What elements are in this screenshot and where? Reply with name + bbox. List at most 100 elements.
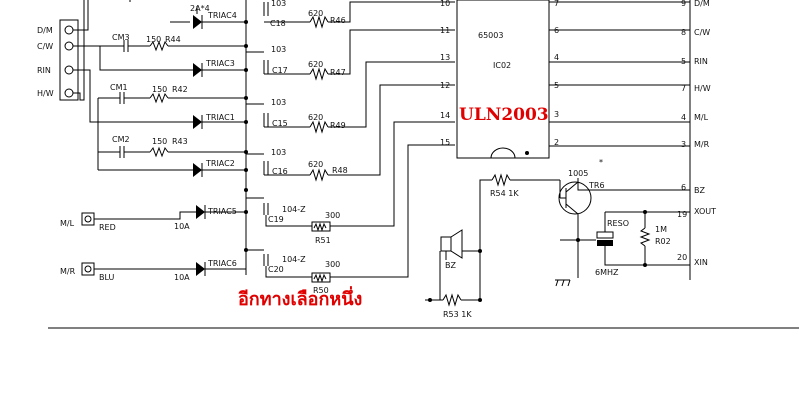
alternative-annotation: อีกทางเลือกหนึ่ง xyxy=(238,286,363,310)
mcu-pin-9: 9 xyxy=(681,0,686,8)
c16-value: 103 xyxy=(271,148,286,157)
r48-value: 620 xyxy=(308,160,323,169)
ic-pin-12: 12 xyxy=(440,81,450,90)
r48-label: R48 xyxy=(332,166,348,175)
branch-triac2: CM2 150 R43 TRIAC2 103 C16 620 R48 xyxy=(110,84,455,192)
r42-value: 150 xyxy=(152,85,167,94)
triac3-label: TRIAC3 xyxy=(205,59,235,68)
r50-label: R50 xyxy=(313,286,329,295)
c15-label: C15 xyxy=(272,119,288,128)
c19-value: 104-Z xyxy=(282,205,306,214)
connector-pin-dm: D/M xyxy=(37,26,53,35)
input-connector: D/M C/W RIN H/W xyxy=(37,19,79,101)
triac4-label: TRIAC4 xyxy=(207,11,237,20)
branch-triac1: CM1 150 R42 TRIAC1 103 C15 620 R49 xyxy=(110,61,455,134)
r47-value: 620 xyxy=(308,60,323,69)
connector-pin-hw: H/W xyxy=(37,89,54,98)
r53-label: R53 1K xyxy=(443,310,472,319)
mcu-pin-20: 20 xyxy=(677,253,687,262)
r46-value: 620 xyxy=(308,9,323,18)
mcu-pin-8: 8 xyxy=(681,28,686,37)
c16-label: C16 xyxy=(272,167,288,176)
r47-label: R47 xyxy=(330,68,346,77)
triac6-label: TRIAC6 xyxy=(207,259,237,268)
c15-value: 103 xyxy=(271,98,286,107)
r51-value: 300 xyxy=(325,211,340,220)
r02-ref: R02 xyxy=(655,237,671,246)
ic-pin-15: 15 xyxy=(440,138,450,147)
bz-label: BZ xyxy=(445,261,456,270)
r44-value: 150 xyxy=(146,35,161,44)
r53-resistor: R53 1K xyxy=(425,293,482,319)
mcu-label-bz: BZ xyxy=(694,186,705,195)
ic-pin-10: 10 xyxy=(440,0,450,8)
ml-label: M/L xyxy=(60,219,75,228)
connector-pin-cw: C/W xyxy=(37,42,53,51)
connector-wires xyxy=(73,0,196,171)
ml-color: RED xyxy=(99,223,116,232)
mcu-label-ml: M/L xyxy=(694,113,709,122)
ic-pin-11: 11 xyxy=(440,26,450,35)
connector-pin-rin: RIN xyxy=(37,66,51,75)
branch-triac3: CM3 150 R44 TRIAC3 103 C17 620 R47 xyxy=(112,29,455,81)
mcu-label-cw: C/W xyxy=(694,28,710,37)
motor-row-ml: M/L RED 10A TRIAC5 104-Z C19 300 R51 xyxy=(60,121,455,245)
ic-pin-4: 4 xyxy=(554,53,559,62)
r43-label: R43 xyxy=(172,137,188,146)
buzzer: BZ xyxy=(439,229,482,300)
ic-pin-14: 14 xyxy=(440,111,450,120)
r42-label: R42 xyxy=(172,85,188,94)
mhz-label: 6MHZ xyxy=(595,268,619,277)
mcu-pin-6: 6 xyxy=(681,183,686,192)
r43-value: 150 xyxy=(152,137,167,146)
driver-section: R54 1K 1005 TR6 * RESO 6MHZ 1M R02 xyxy=(479,158,690,287)
mcu-label-hw: H/W xyxy=(694,84,711,93)
c20-value: 104-Z xyxy=(282,255,306,264)
r51-label: R51 xyxy=(315,236,331,245)
tr6-part: 1005 xyxy=(568,169,588,178)
tr6-ref: TR6 xyxy=(588,181,605,190)
mcu-pin-5: 5 xyxy=(681,57,686,66)
mr-fuse: 10A xyxy=(174,273,190,282)
uln2003-annotation: ULN2003 xyxy=(459,105,549,125)
r02-value: 1M xyxy=(655,225,667,234)
r49-label: R49 xyxy=(330,121,346,130)
ic-ref: IC02 xyxy=(493,61,511,70)
c17-value: 103 xyxy=(271,45,286,54)
motor-row-mr: M/R BLU 10A TRIAC6 104-Z C20 300 R50 xyxy=(60,144,455,295)
ml-fuse: 10A xyxy=(174,222,190,231)
mcu-label-mr: M/R xyxy=(694,140,710,149)
mcu-pin-7: 7 xyxy=(681,84,686,93)
mr-color: BLU xyxy=(99,273,115,282)
mcu-pin-19: 19 xyxy=(677,210,687,219)
reso-label: RESO xyxy=(607,219,629,228)
mcu-label-xin: XIN xyxy=(694,258,708,267)
ic-name: 65003 xyxy=(478,31,503,40)
r54-label: R54 1K xyxy=(490,189,519,198)
c19-label: C19 xyxy=(268,215,284,224)
c18-label: C18 xyxy=(270,19,286,28)
r46-label: R46 xyxy=(330,16,346,25)
cm3-label: CM3 xyxy=(112,33,130,42)
mcu-pin-4: 4 xyxy=(681,113,686,122)
triac2-label: TRIAC2 xyxy=(205,159,235,168)
ic-pin-7: 7 xyxy=(554,0,559,8)
r50-value: 300 xyxy=(325,260,340,269)
mcu-connector: 9 D/M 8 C/W 5 RIN 7 H/W 4 M/L 3 M/R 6 BZ… xyxy=(677,0,716,280)
c20-label: C20 xyxy=(268,265,284,274)
mcu-label-rin: RIN xyxy=(694,57,708,66)
mcu-pin-3: 3 xyxy=(681,140,686,149)
ic02: 65003 IC02 10 11 13 12 14 15 7 6 4 5 3 2 xyxy=(440,0,690,159)
r44-label: R44 xyxy=(165,35,181,44)
mcu-label-dm: D/M xyxy=(694,0,710,8)
branch-triac4: 2A*4 TRIAC4 103 C18 620 R46 xyxy=(170,0,455,29)
r49-value: 620 xyxy=(308,113,323,122)
cm2-label: CM2 xyxy=(112,135,130,144)
triac-rating-label: 2A*4 xyxy=(190,4,210,13)
mcu-label-xout: XOUT xyxy=(694,207,716,216)
c-top-value: 103 xyxy=(271,0,286,8)
mr-label: M/R xyxy=(60,267,76,276)
cm1-label: CM1 xyxy=(110,83,128,92)
triac1-label: TRIAC1 xyxy=(205,113,235,122)
